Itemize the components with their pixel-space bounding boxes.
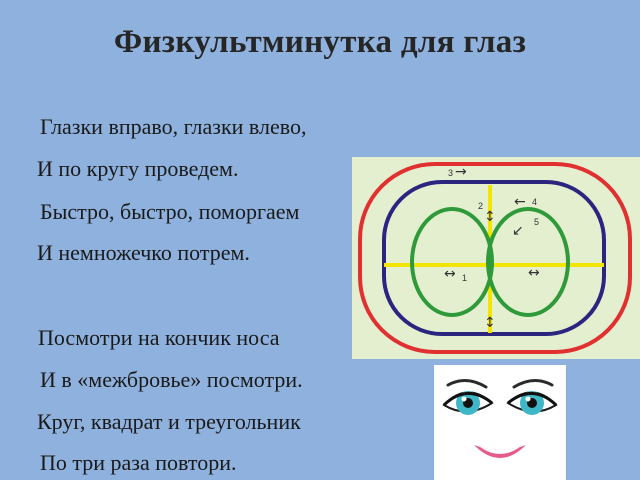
poem-line-3: Быстро, быстро, поморгаем: [40, 199, 300, 224]
smiling-face-image: [434, 365, 566, 480]
arrow-up-down-icon-2: ↕: [484, 315, 496, 331]
poem-line-6: И в «межбровье» посмотри.: [40, 367, 303, 392]
arrow-left-right-icon-2: ↔: [528, 265, 540, 281]
right-eyebrow: [512, 379, 554, 389]
arrow-left-right-icon: ↔: [444, 266, 456, 282]
left-green-loop: [410, 207, 494, 317]
arrow-right-icon: →: [455, 164, 467, 180]
page-title: Физкультминутка для глаз: [113, 24, 527, 60]
arrow-down-left-icon: ↙: [512, 223, 524, 239]
arrow-left-icon: ←: [514, 194, 526, 210]
right-green-loop: [486, 207, 570, 317]
arrow-up-down-icon: ↕: [484, 209, 496, 225]
label-2: 2: [478, 201, 483, 211]
smile-mouth-icon: [474, 445, 526, 458]
poem-line-7: Круг, квадрат и треугольник: [37, 409, 301, 434]
label-1: 1: [462, 273, 467, 283]
left-eye-icon: [442, 391, 494, 415]
outer-red-track: [358, 162, 632, 354]
left-eyebrow: [446, 379, 488, 389]
poem-line-5: Посмотри на кончик носа: [38, 325, 280, 350]
eye-exercise-diagram: 3 → ← 4 2 ↕ ↙ 5 ↔ 1 ↔ ↕: [352, 157, 640, 359]
right-eye-icon: [506, 391, 558, 415]
inner-navy-track: [382, 180, 606, 336]
label-5: 5: [534, 217, 539, 227]
poem-line-1: Глазки вправо, глазки влево,: [40, 114, 307, 139]
poem-line-2: И по кругу проведем.: [37, 156, 239, 181]
poem-line-8: По три раза повтори.: [40, 450, 237, 475]
label-4: 4: [532, 197, 537, 207]
label-3: 3: [448, 168, 453, 178]
poem-line-4: И немножечко потрем.: [37, 240, 250, 265]
